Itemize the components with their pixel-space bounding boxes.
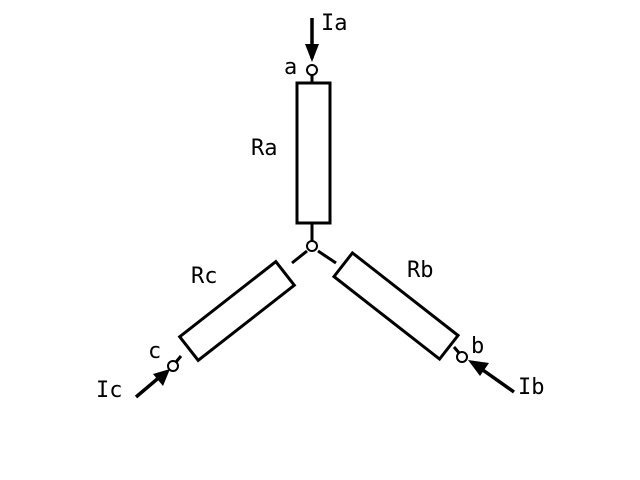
current-arrow-ib xyxy=(478,366,516,394)
node-label-c: c xyxy=(148,339,161,364)
current-label-ic: Ic xyxy=(96,378,123,403)
current-label-ib: Ib xyxy=(518,375,545,400)
resistor-label-rc: Rc xyxy=(191,264,218,289)
current-arrow-ib-head xyxy=(468,360,489,376)
resistor-label-rb: Rb xyxy=(407,258,434,283)
terminal-center xyxy=(306,240,318,252)
lead-rc-c xyxy=(174,355,183,363)
current-label-ia: Ia xyxy=(321,11,348,36)
resistor-rb xyxy=(331,250,461,362)
resistor-label-ra: Ra xyxy=(251,136,278,161)
current-arrow-ia-head xyxy=(305,44,319,62)
lead-center-rc xyxy=(291,249,308,265)
resistor-ra xyxy=(295,81,332,225)
terminal-c xyxy=(167,360,179,372)
node-label-a: a xyxy=(284,55,297,80)
current-arrow-ic-head xyxy=(153,369,170,386)
terminal-b xyxy=(456,351,468,363)
terminal-a xyxy=(306,64,318,76)
resistor-rc xyxy=(177,259,297,363)
node-label-b: b xyxy=(471,334,484,359)
lead-center-rb xyxy=(317,249,337,265)
